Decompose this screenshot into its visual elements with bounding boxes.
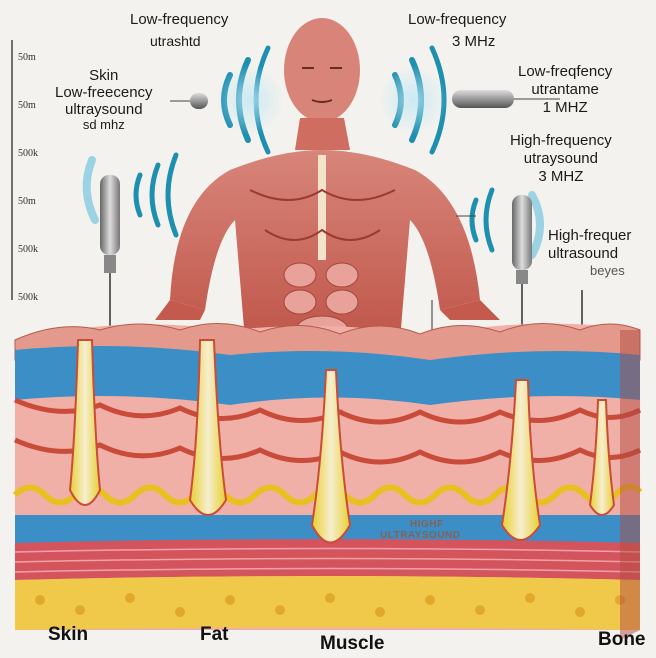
- label-top-right-2: 3 MHz: [452, 34, 495, 50]
- label-top-left-2: utrashtd: [150, 34, 201, 49]
- scale-tick: 500k: [18, 292, 38, 303]
- wave-glow: [215, 65, 285, 135]
- label-line: Low-frequency: [130, 12, 228, 28]
- label-line: utraysound: [510, 151, 612, 167]
- label-right-2: High-frequency utraysound 3 MHZ: [510, 133, 612, 184]
- label-line: HIGHF: [410, 520, 461, 531]
- label-line: ultraysound: [55, 102, 153, 118]
- scale-tick: 500k: [18, 148, 38, 159]
- label-right-1: Low-freqfency utrantame 1 MHZ: [518, 64, 612, 115]
- label-skin-group: Skin Low-freecency ultraysound sd mhz: [55, 68, 153, 132]
- label-center-faint: HIGHF ULTRAYSOUND: [380, 520, 461, 541]
- label-line: 3 MHZ: [510, 169, 612, 185]
- label-muscle: Muscle: [320, 634, 384, 654]
- label-top-right: Low-frequency: [408, 12, 506, 28]
- scale-tick: 500k: [18, 244, 38, 255]
- label-line: utrashtd: [150, 34, 201, 49]
- label-line: ULTRAYSOUND: [380, 531, 461, 542]
- scale-tick: 50m: [18, 100, 36, 111]
- label-line: beyes: [590, 264, 631, 278]
- label-line: High-frequer: [548, 228, 631, 244]
- label-line: Low-freqfency: [518, 64, 612, 80]
- label-line: sd mhz: [55, 118, 153, 132]
- label-skin: Skin: [48, 625, 88, 645]
- scale-tick: 50m: [18, 196, 36, 207]
- label-line: utrantame: [518, 82, 612, 98]
- label-line: 1 MHZ: [518, 100, 612, 116]
- label-line: ultrasound: [548, 246, 631, 262]
- label-top-left: Low-frequency: [130, 12, 228, 28]
- wave-glow: [378, 65, 448, 135]
- human-figure: [155, 18, 500, 344]
- label-line: Low-frequency: [408, 12, 506, 28]
- label-right-3: High-frequer ultrasound beyes: [548, 228, 631, 277]
- label-fat: Fat: [200, 625, 229, 645]
- label-line: Low-freecency: [55, 85, 153, 101]
- label-bone: Bone: [598, 630, 646, 650]
- scale-tick: 50m: [18, 52, 36, 63]
- label-line: Skin: [55, 68, 153, 84]
- label-line: High-frequency: [510, 133, 612, 149]
- label-line: 3 MHz: [452, 34, 495, 50]
